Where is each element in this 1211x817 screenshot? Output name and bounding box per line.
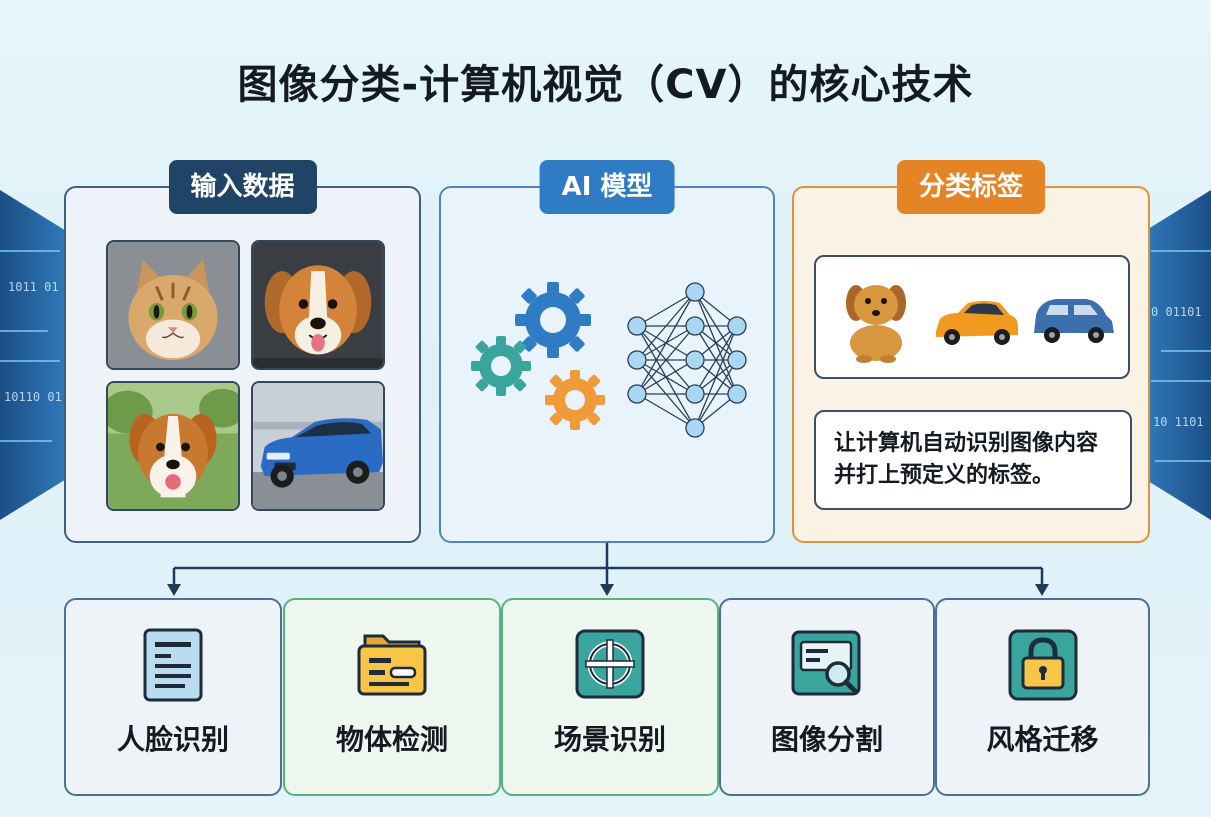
tile-label: 人脸识别 (116, 723, 229, 756)
gears-neural-network-icon (471, 282, 747, 438)
document-list-icon (143, 628, 203, 702)
binary-decoration-left: 1011 01 10110 01 (0, 190, 64, 520)
gear-icon (471, 336, 531, 396)
image-search-icon (791, 630, 861, 696)
blue-car-icon (1034, 299, 1114, 343)
classification-label-heading: 分类标签 (896, 160, 1046, 214)
neural-network-icon (627, 282, 747, 438)
tile-label: 风格迁移 (986, 723, 1099, 756)
orange-car-icon (936, 301, 1018, 345)
ai-model-panel: AI 模型 (439, 160, 775, 543)
puppy-icon (846, 285, 906, 363)
face-recognition-tile: 人脸识别 (64, 598, 282, 796)
dog-photo (251, 240, 385, 370)
gear-icon (545, 370, 605, 430)
tile-label: 场景识别 (553, 723, 666, 756)
object-detection-tile: 物体检测 (283, 598, 501, 796)
page-title: 图像分类-计算机视觉（CV）的核心技术 (237, 62, 974, 108)
image-segmentation-tile: 图像分割 (719, 598, 935, 796)
ai-model-heading: AI 模型 (539, 160, 675, 214)
label-examples-card (814, 255, 1130, 379)
gear-icon (515, 282, 591, 358)
dog-outdoor-photo (106, 381, 240, 511)
binary-text: 1011 01 (8, 280, 59, 294)
tile-label: 物体检测 (335, 723, 448, 756)
scene-recognition-tile: 场景识别 (501, 598, 719, 796)
crosshair-icon (575, 629, 645, 699)
cat-photo (106, 240, 240, 370)
binary-decoration-right: 0 01101 10 1101 (1147, 190, 1211, 520)
car-photo (251, 381, 385, 511)
input-data-heading: 输入数据 (168, 160, 317, 214)
lock-icon (1008, 629, 1077, 701)
input-data-panel: 输入数据 (64, 160, 421, 543)
folder-card-icon (357, 634, 427, 696)
binary-text: 10 1101 (1153, 415, 1204, 429)
binary-text: 10110 01 (4, 390, 62, 404)
label-description: 让计算机自动识别图像内容并打上预定义的标签。 (814, 410, 1132, 510)
classification-label-panel: 分类标签 (792, 160, 1150, 543)
binary-text: 0 01101 (1151, 305, 1202, 319)
tile-label: 图像分割 (770, 723, 883, 756)
style-transfer-tile: 风格迁移 (935, 598, 1150, 796)
